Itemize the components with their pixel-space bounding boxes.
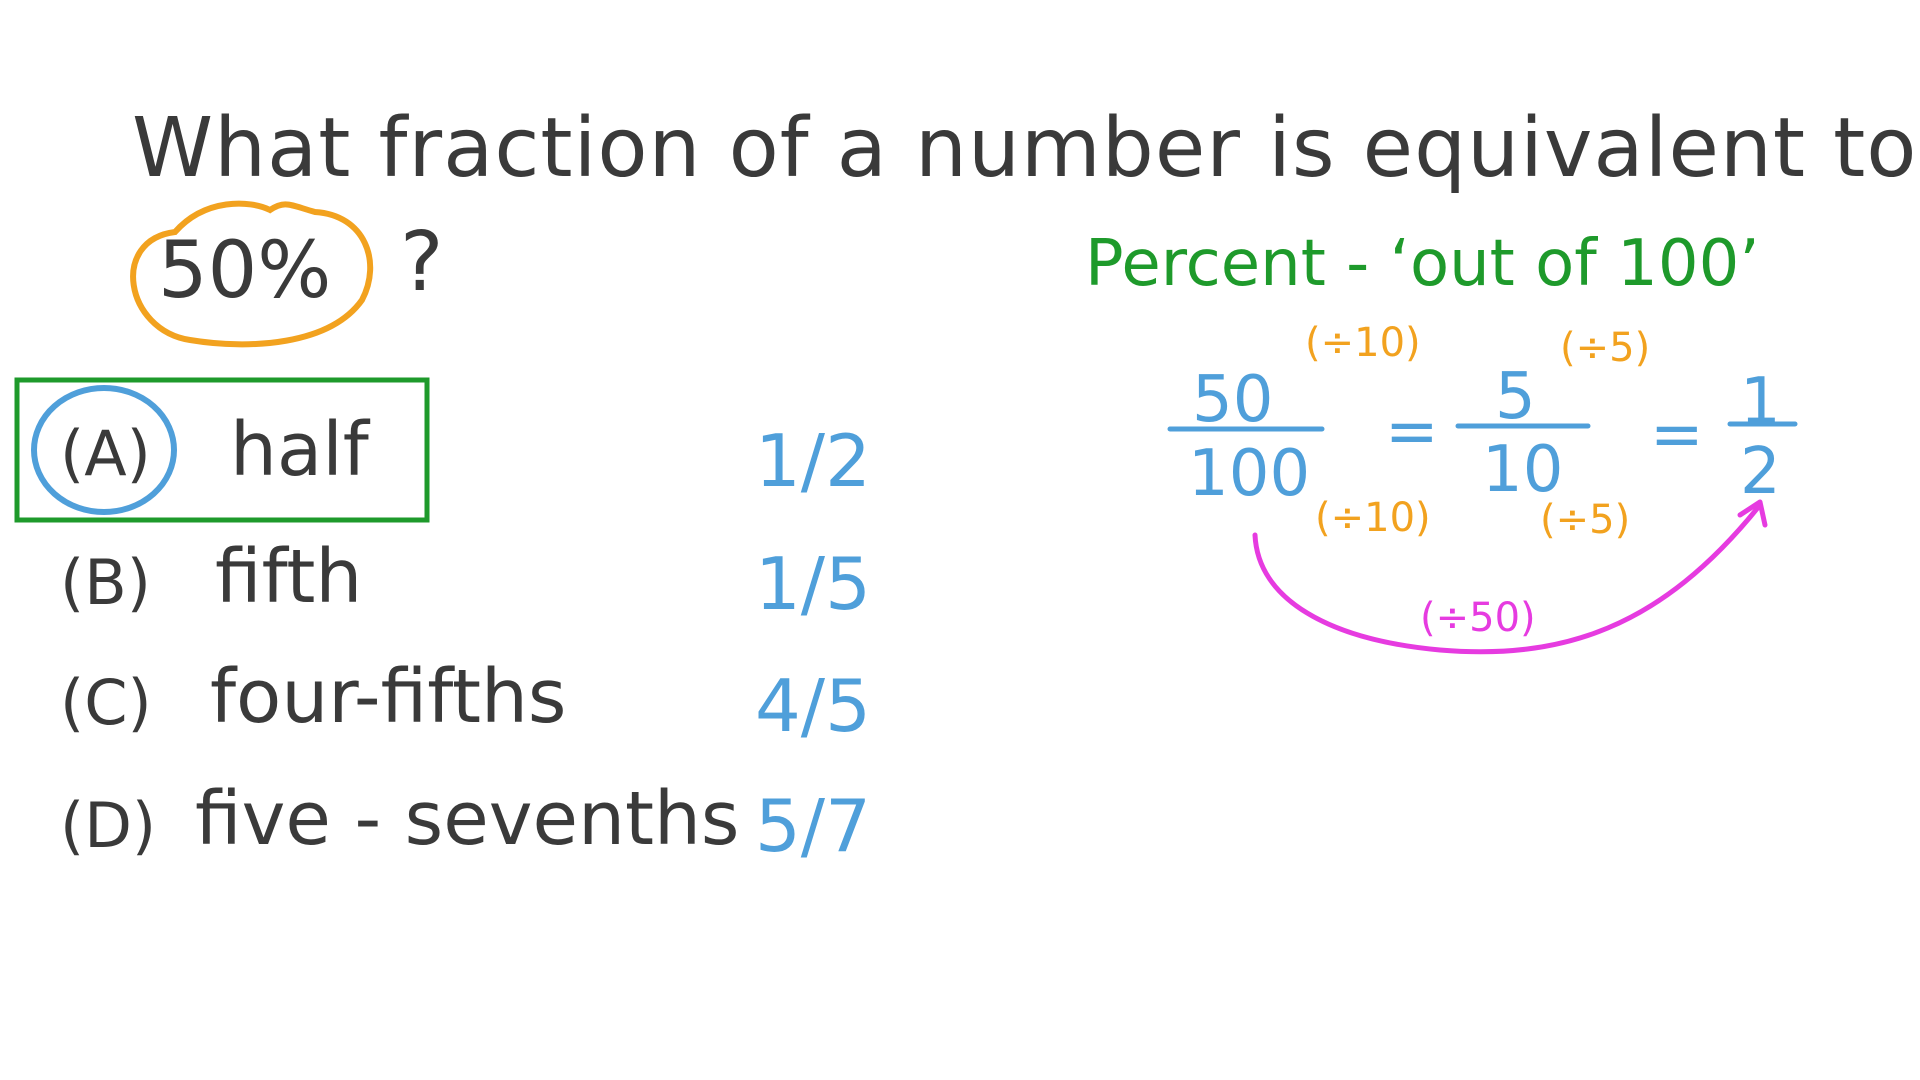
option-a-word: half xyxy=(230,407,369,493)
divide-5-bottom: (÷5) xyxy=(1540,497,1631,543)
fraction-2-denominator: 10 xyxy=(1482,433,1564,507)
option-d-fraction: 5/7 xyxy=(755,784,871,868)
option-d-word: five - sevenths xyxy=(195,776,740,862)
fraction-1-numerator: 50 xyxy=(1192,363,1274,437)
option-b-letter: (B) xyxy=(60,546,151,619)
fraction-1-denominator: 100 xyxy=(1188,437,1311,511)
question-text: What fraction of a number is equivalent … xyxy=(132,101,1918,196)
divide-10-top: (÷10) xyxy=(1305,320,1421,366)
fraction-2-numerator: 5 xyxy=(1495,360,1536,434)
question-mark: ? xyxy=(400,215,444,310)
option-c-letter: (C) xyxy=(60,666,152,739)
answer-selection-box xyxy=(14,377,430,523)
option-d-letter: (D) xyxy=(60,789,157,862)
divide-50-label: (÷50) xyxy=(1420,595,1536,641)
divide-50-arrow xyxy=(1252,502,1763,655)
option-b-fraction: 1/5 xyxy=(755,542,871,626)
divide-50-arrowhead xyxy=(1737,499,1768,528)
option-c-word: four-fifths xyxy=(210,654,567,740)
option-a-circle xyxy=(31,385,177,515)
option-b-word: fifth xyxy=(215,534,363,620)
option-a-letter: (A) xyxy=(60,417,151,490)
divide-10-bottom: (÷10) xyxy=(1315,495,1431,541)
divide-5-top: (÷5) xyxy=(1560,325,1651,371)
percent-highlight-ring xyxy=(130,200,374,348)
percent-value: 50% xyxy=(158,226,332,316)
option-a-fraction: 1/2 xyxy=(755,419,871,503)
option-c-fraction: 4/5 xyxy=(755,664,871,748)
equals-sign-2: = xyxy=(1650,398,1704,472)
fraction-3-denominator: 2 xyxy=(1740,435,1781,509)
percent-heading: Percent - ‘out of 100’ xyxy=(1085,227,1760,301)
equals-sign-1: = xyxy=(1385,395,1439,469)
